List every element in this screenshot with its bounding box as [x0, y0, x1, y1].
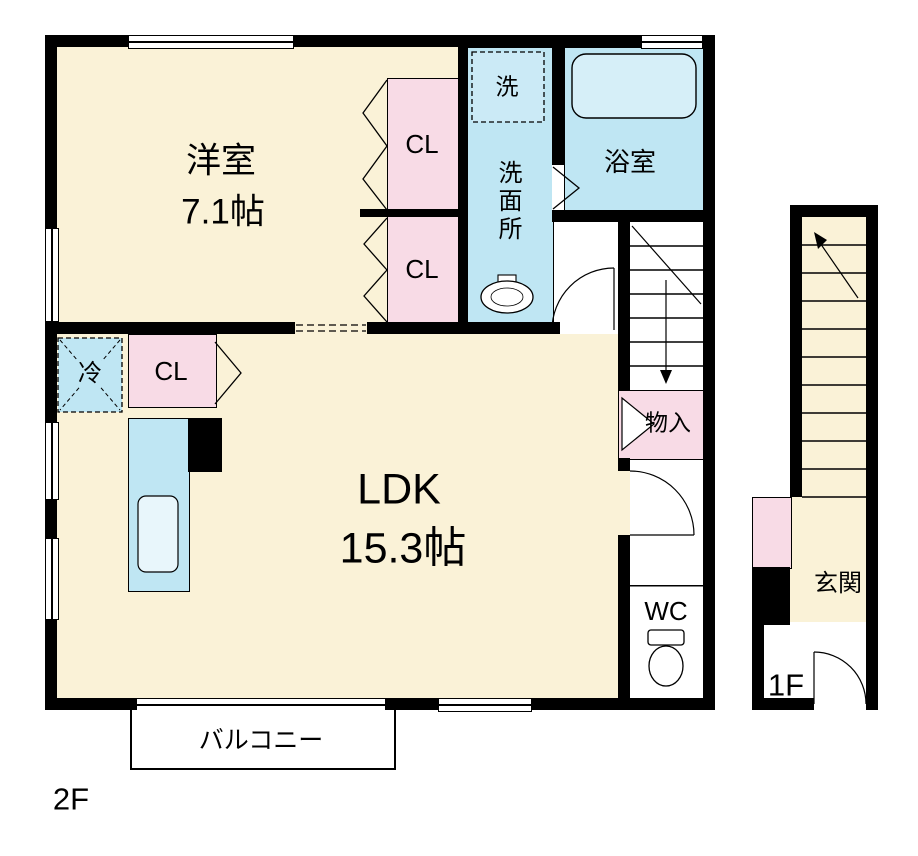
balcony-deck: [130, 710, 396, 770]
wall-separator-left: [45, 322, 295, 334]
wall-closet-washroom: [458, 47, 467, 334]
f1-wall-left-top: [790, 205, 802, 497]
wc-label: WC: [644, 596, 688, 626]
f1-wall-right: [866, 205, 878, 710]
storage-label: 物入: [645, 409, 691, 436]
kitchen-sink-icon: [137, 495, 179, 573]
stairs-2f: [630, 225, 703, 384]
closet-top-label: CL: [405, 129, 439, 159]
western-room-name: 洋室: [185, 141, 257, 181]
window-top-left: [128, 35, 294, 49]
entrance-label: 玄関: [814, 570, 862, 597]
floor-label-2f: 2F: [52, 781, 90, 817]
closet-bottom-room: [387, 216, 460, 324]
f1-wall-top: [790, 205, 878, 217]
sink-icon: [480, 274, 534, 314]
window-left-upper: [45, 228, 59, 322]
stairs-1f: [802, 232, 866, 498]
f1-wall-bottom: [752, 698, 814, 710]
window-bottom-right: [438, 698, 532, 712]
wall-kitchen-block: [188, 418, 222, 472]
opening-dashes: [296, 324, 366, 332]
closet-kitchen-room: [128, 334, 217, 408]
outer-wall-right: [703, 35, 715, 710]
window-left-lower: [45, 538, 59, 620]
bathtub-icon: [571, 53, 697, 119]
refrigerator-label: 冷: [76, 360, 104, 387]
washing-machine-icon: [471, 51, 545, 123]
window-top-right: [641, 35, 703, 49]
hallway: [552, 222, 618, 334]
wall-washroom-bathroom: [552, 47, 564, 165]
wall-below-bathroom: [552, 210, 715, 222]
wall-separator-right: [367, 322, 560, 334]
closet-top-room: [387, 78, 460, 212]
wall-corridor-stub: [618, 458, 630, 471]
floor-label-1f: 1F: [767, 667, 805, 703]
washroom-label: 洗面所: [494, 160, 521, 244]
door-marks: [214, 79, 655, 452]
window-left-middle: [45, 422, 59, 500]
bathroom-label: 浴室: [603, 147, 657, 177]
toilet-icon: [647, 629, 685, 687]
f1-wall-left-bottom: [752, 625, 764, 710]
shoe-cabinet: [752, 497, 792, 569]
wall-stairs-left: [618, 222, 630, 390]
closet-kitchen-label: CL: [154, 356, 188, 386]
balcony-label: バルコニー: [198, 726, 324, 755]
corridor: [630, 458, 703, 585]
ldk-size: 15.3帖: [339, 524, 467, 573]
ldk-name: LDK: [357, 465, 441, 514]
closet-bottom-label: CL: [405, 254, 439, 284]
door-arcs: [551, 267, 867, 705]
bathroom-door-gap: [552, 165, 564, 210]
wall-wc-left: [618, 535, 630, 698]
western-room-size: 7.1帖: [181, 192, 265, 232]
f1-wall-block: [752, 567, 790, 625]
entrance-door-area: [764, 622, 866, 698]
entrance-area: [790, 497, 866, 622]
wall-closet-divider-stub: [360, 209, 458, 217]
washer-label: 洗: [495, 73, 519, 100]
